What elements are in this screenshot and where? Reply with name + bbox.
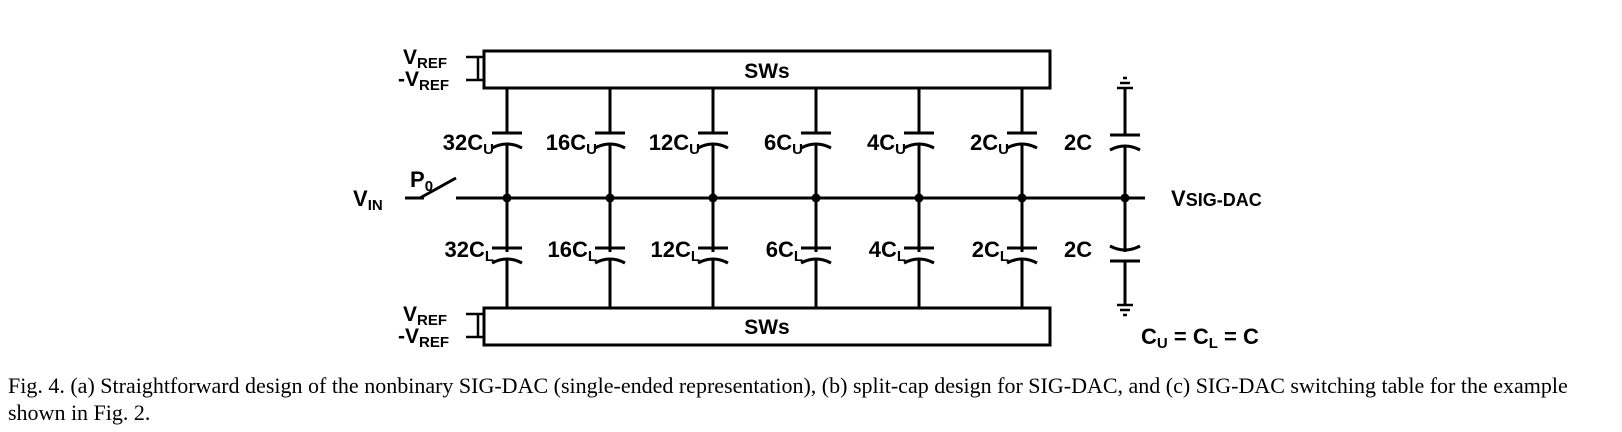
- upper-cap-label: 6CU: [764, 130, 803, 158]
- node-dot: [1120, 193, 1130, 203]
- top-switch-label: SWs: [744, 60, 790, 83]
- upper-cap-label: 2CU: [970, 130, 1009, 158]
- lower-cap-label: 12CL: [650, 237, 700, 265]
- node-dot: [811, 193, 821, 203]
- top-ref-leads: [466, 55, 484, 82]
- upper-cap-label: 32CU: [443, 130, 494, 158]
- node-dot: [708, 193, 718, 203]
- node-dot: [502, 193, 512, 203]
- vin-label: VIN: [353, 186, 383, 214]
- input-switch: [405, 176, 457, 200]
- switch-p0-label: P0: [410, 167, 433, 195]
- node-dot: [605, 193, 615, 203]
- upper-cap-label: 12CU: [649, 130, 700, 158]
- bottom-ref-leads: [466, 312, 484, 339]
- cap-equality-note: CU = CL = C: [1141, 324, 1259, 352]
- vref-bottom-label: VREF: [403, 303, 447, 329]
- neg-vref-top-label: -VREF: [398, 68, 449, 94]
- figure-caption: Fig. 4. (a) Straightforward design of th…: [8, 373, 1568, 425]
- lower-cap-label: 6CL: [766, 237, 803, 265]
- ground-icon-bottom: [1117, 303, 1133, 317]
- lower-cap-label: 4CL: [869, 237, 906, 265]
- extra-upper-cap-label: 2C: [1064, 130, 1092, 155]
- upper-cap-label: 16CU: [546, 130, 597, 158]
- vref-top-label: VREF: [403, 46, 447, 72]
- ground-icon-top: [1117, 76, 1133, 90]
- lower-cap-label: 2CL: [972, 237, 1009, 265]
- bottom-switch-block: SWs: [482, 306, 1052, 347]
- lower-cap-label: 16CL: [547, 237, 597, 265]
- extra-lower-cap-label: 2C: [1064, 237, 1092, 262]
- capacitor-columns: 32CU 32CL 16CU 16CL 12CU 12CL 6CU 6CL 4CU 4CL 2CU 2…: [443, 88, 1038, 308]
- sig-dac-schematic: SWs SWs VREF -VREF VREF -VREF VIN P0 VSI…: [353, 46, 1262, 352]
- bottom-switch-label: SWs: [744, 316, 790, 339]
- capacitor-column: [1006, 88, 1038, 308]
- lower-cap-label: 32CL: [444, 237, 494, 265]
- split-cap-column: [1109, 88, 1141, 305]
- node-dot: [914, 193, 924, 203]
- upper-cap-label: 4CU: [867, 130, 906, 158]
- vsig-dac-output-label: VSIG-DAC: [1171, 186, 1262, 211]
- neg-vref-bottom-label: -VREF: [398, 325, 449, 351]
- top-switch-block: SWs: [482, 49, 1052, 90]
- node-dot: [1017, 193, 1027, 203]
